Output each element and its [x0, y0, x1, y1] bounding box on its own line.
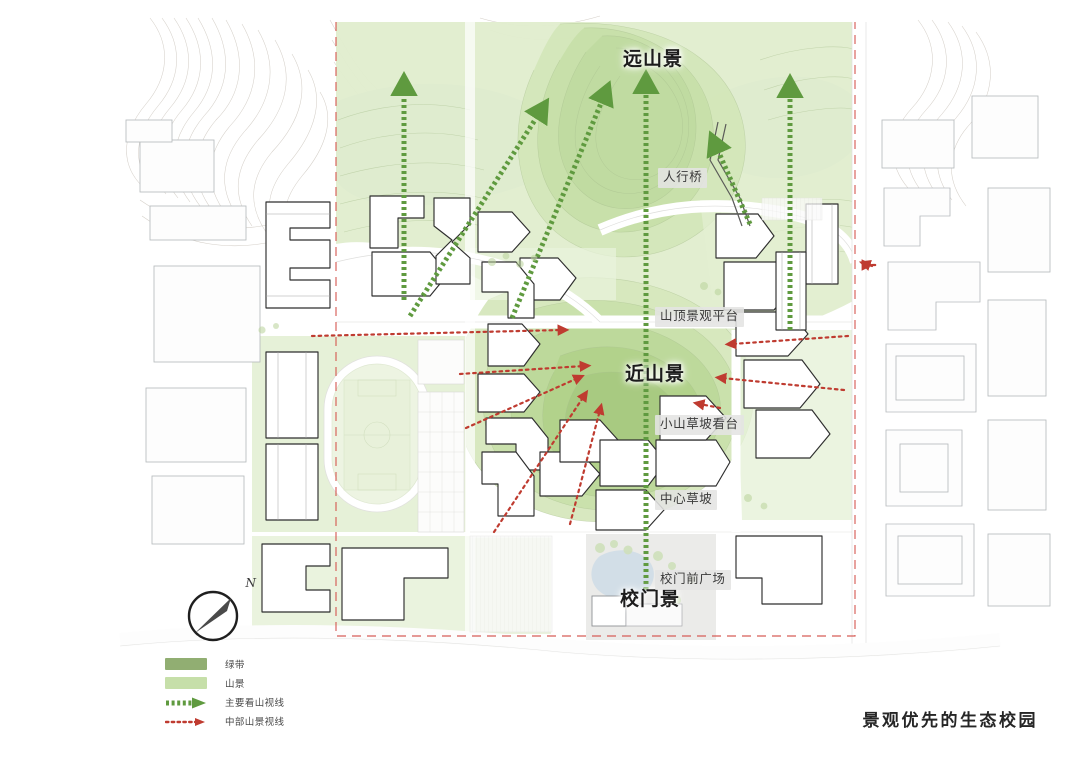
- central-landscape-sightlines: [310, 259, 874, 534]
- context-buildings: [125, 95, 1051, 607]
- legend-arrow-red: [164, 715, 207, 727]
- label-distant-mountain-view: 远山景: [623, 48, 684, 70]
- legend-label-green-space: 绿带: [225, 659, 245, 671]
- legend-item-mountain-view-zone: 山景: [165, 674, 284, 691]
- legend-item-green-space: 绿带: [165, 655, 284, 672]
- sightline-red-7: [714, 372, 846, 392]
- legend-label-central-landscape-sightline: 中部山景视线: [225, 716, 285, 728]
- legend: 绿带 山景 主要看山视线 中部山景视线: [164, 655, 285, 731]
- label-gate-front-plaza: 校门前广场: [655, 570, 731, 590]
- label-school-gate-view: 校门景: [620, 588, 681, 610]
- compass-north-label: N: [245, 576, 257, 590]
- sightline-red-1: [310, 324, 570, 338]
- sheet-title: 景观优先的生态校园: [862, 711, 1038, 731]
- sports-field: [323, 355, 431, 513]
- sightline-red-2: [458, 360, 592, 376]
- main-mountain-sightlines: [390, 69, 804, 590]
- legend-item-central-landscape-sightline: 中部山景视线: [164, 712, 285, 729]
- label-hilltop-viewing-deck: 山顶景观平台: [655, 307, 744, 327]
- building-roof-lines: [266, 204, 833, 520]
- paved-areas: [469, 197, 823, 633]
- legend-item-main-mountain-sightline: 主要看山视线: [165, 693, 284, 710]
- green-dashed-arrow-icon: [166, 697, 206, 708]
- legend-swatch-mountain-view-zone: [165, 676, 207, 689]
- tree-symbols: [258, 252, 768, 510]
- legend-swatch-green-space: [165, 657, 207, 670]
- sightline-red-9: [692, 399, 722, 411]
- red-dotted-arrow-icon: [164, 717, 205, 726]
- sightline-red-5: [568, 402, 605, 526]
- label-central-lawn-slope: 中心草坡: [655, 490, 718, 510]
- sightline-green-3: [509, 80, 614, 319]
- compass-icon: [187, 590, 239, 642]
- label-hill-lawn-grandstand: 小山草坡看台: [655, 415, 744, 435]
- sightline-red-3: [464, 374, 585, 430]
- compass-rose: N: [182, 576, 257, 644]
- site-boundary: [335, 22, 856, 637]
- sightline-green-2: [407, 97, 550, 318]
- legend-label-mountain-view-zone: 山景: [225, 678, 245, 690]
- sightline-red-4: [492, 389, 589, 534]
- sightline-green-6: [706, 130, 753, 225]
- label-pedestrian-bridge: 人行桥: [658, 168, 708, 188]
- sports-courts: [417, 339, 465, 533]
- legend-label-main-mountain-sightline: 主要看山视线: [225, 697, 285, 709]
- legend-arrow-green: [165, 696, 207, 708]
- sightline-red-6: [724, 334, 850, 350]
- label-near-mountain-view: 近山景: [625, 363, 686, 385]
